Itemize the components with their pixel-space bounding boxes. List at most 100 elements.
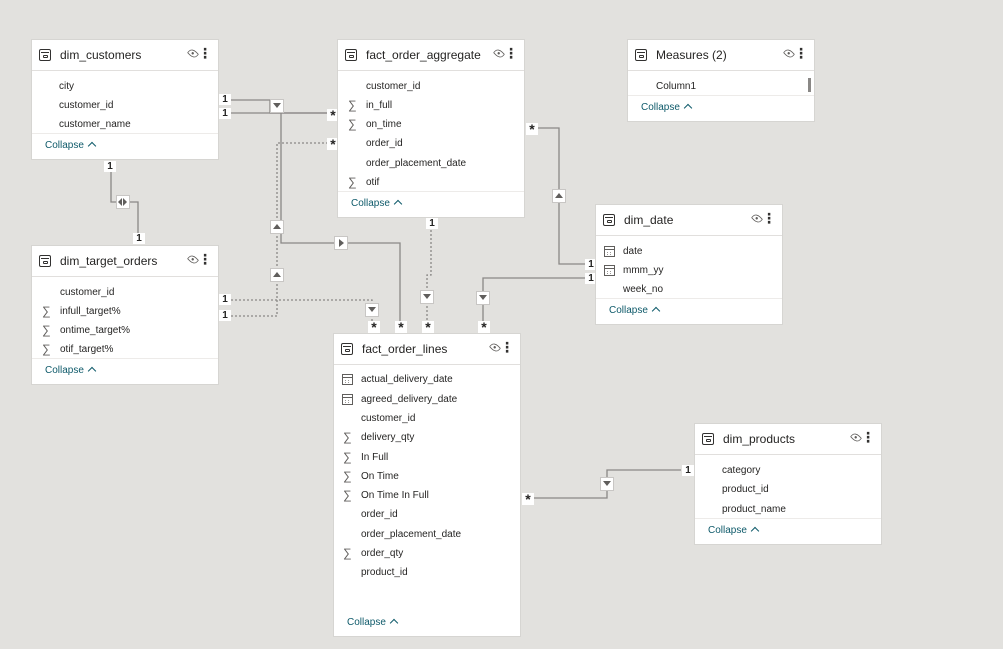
filter-direction-down-icon[interactable] [421, 291, 433, 303]
field-row[interactable]: ∑in_full [338, 96, 524, 115]
filter-direction-down-icon[interactable] [271, 100, 283, 112]
sigma-icon: ∑ [343, 450, 352, 464]
field-row[interactable]: product_id [361, 567, 408, 578]
sigma-icon: ∑ [42, 304, 51, 318]
field-row[interactable]: customer_id [361, 413, 416, 424]
cardinality-many: * [327, 108, 339, 122]
table-icon [341, 343, 353, 355]
field-row[interactable]: customer_id [59, 100, 114, 111]
table-header[interactable]: fact_order_aggregate ⋮ [338, 40, 524, 71]
field-row[interactable]: week_no [623, 284, 664, 295]
table-header[interactable]: dim_target_orders ⋮ [32, 246, 218, 277]
more-options-icon[interactable]: ⋮ [794, 45, 808, 61]
field-row[interactable]: order_placement_date [361, 529, 462, 540]
chevron-up-icon [393, 199, 403, 209]
field-row[interactable]: customer_id [60, 287, 115, 298]
more-options-icon[interactable]: ⋮ [500, 339, 514, 355]
table-icon [39, 255, 51, 267]
collapse-button[interactable]: Collapse [641, 102, 693, 113]
field-row[interactable]: ∑On Time [334, 467, 520, 486]
table-card-dim-products[interactable]: dim_products ⋮ category product_id produ… [695, 424, 881, 544]
cardinality-many: * [526, 122, 538, 136]
field-row[interactable]: category [722, 465, 761, 476]
table-title: dim_date [624, 213, 674, 227]
cardinality-one: 1 [682, 465, 694, 476]
more-options-icon[interactable]: ⋮ [504, 45, 518, 61]
table-footer: Collapse [628, 95, 814, 121]
table-title: fact_order_aggregate [366, 48, 481, 62]
table-header[interactable]: dim_customers ⋮ [32, 40, 218, 71]
table-header[interactable]: Measures (2) ⋮ [628, 40, 814, 71]
sigma-icon: ∑ [42, 323, 51, 337]
cardinality-many: * [478, 320, 490, 334]
field-row[interactable]: mmm_yy [596, 261, 782, 280]
more-options-icon[interactable]: ⋮ [762, 210, 776, 226]
table-card-fact-order-aggregate[interactable]: fact_order_aggregate ⋮ customer_id ∑in_f… [338, 40, 524, 217]
table-card-fact-order-lines[interactable]: fact_order_lines ⋮ actual_delivery_date … [334, 334, 520, 636]
field-row[interactable]: order_id [361, 509, 398, 520]
filter-direction-both-icon[interactable] [117, 196, 129, 208]
field-row[interactable]: ∑In Full [334, 448, 520, 467]
table-header[interactable]: dim_products ⋮ [695, 424, 881, 455]
field-row[interactable]: ∑order_qty [334, 544, 520, 563]
calendar-icon [604, 265, 615, 276]
field-row[interactable]: ∑on_time [338, 115, 524, 134]
filter-direction-up-icon[interactable] [553, 190, 565, 202]
collapse-button[interactable]: Collapse [351, 198, 403, 209]
table-title: dim_target_orders [60, 254, 158, 268]
sigma-icon: ∑ [348, 117, 357, 131]
field-row[interactable]: order_id [366, 138, 403, 149]
field-row[interactable]: actual_delivery_date [334, 370, 520, 389]
sigma-icon: ∑ [348, 175, 357, 189]
collapse-button[interactable]: Collapse [45, 365, 97, 376]
collapse-button[interactable]: Collapse [45, 140, 97, 151]
filter-direction-up-icon[interactable] [271, 221, 283, 233]
more-options-icon[interactable]: ⋮ [198, 251, 212, 267]
field-row[interactable]: city [59, 81, 74, 92]
field-row[interactable]: ∑otif [338, 173, 524, 192]
field-row[interactable]: ∑delivery_qty [334, 428, 520, 447]
field-row[interactable]: Column1 [656, 81, 697, 92]
table-icon [345, 49, 357, 61]
cardinality-one: 1 [585, 259, 597, 270]
filter-direction-down-icon[interactable] [477, 292, 489, 304]
field-row[interactable]: product_id [722, 484, 769, 495]
cardinality-one: 1 [426, 218, 438, 229]
sigma-icon: ∑ [343, 546, 352, 560]
table-card-dim-date[interactable]: dim_date ⋮ date mmm_yy week_no Collapse [596, 205, 782, 324]
table-card-dim-target-orders[interactable]: dim_target_orders ⋮ customer_id ∑infull_… [32, 246, 218, 384]
table-footer: Collapse [695, 518, 881, 544]
table-header[interactable]: fact_order_lines ⋮ [334, 334, 520, 365]
field-row[interactable]: ∑infull_target% [32, 302, 218, 321]
filter-direction-up-icon[interactable] [271, 269, 283, 281]
collapse-button[interactable]: Collapse [609, 305, 661, 316]
field-row[interactable]: customer_name [59, 119, 131, 130]
field-row[interactable]: customer_id [366, 81, 421, 92]
filter-direction-right-icon[interactable] [335, 237, 347, 249]
filter-direction-down-icon[interactable] [601, 478, 613, 490]
more-options-icon[interactable]: ⋮ [198, 45, 212, 61]
table-footer: Collapse [32, 133, 218, 159]
calendar-icon [604, 246, 615, 257]
filter-direction-down-icon[interactable] [366, 304, 378, 316]
collapse-button[interactable]: Collapse [347, 617, 399, 628]
more-options-icon[interactable]: ⋮ [861, 429, 875, 445]
chevron-up-icon [87, 366, 97, 376]
collapse-button[interactable]: Collapse [708, 525, 760, 536]
field-row[interactable]: ∑otif_target% [32, 340, 218, 359]
cardinality-one: 1 [133, 233, 145, 244]
cardinality-one: 1 [219, 94, 231, 105]
table-footer: Collapse [32, 358, 218, 384]
calendar-icon [342, 374, 353, 385]
cardinality-many: * [327, 137, 339, 151]
field-row[interactable]: ∑On Time In Full [334, 486, 520, 505]
table-card-measures[interactable]: Measures (2) ⋮ Column1 Collapse [628, 40, 814, 121]
field-row[interactable]: product_name [722, 504, 786, 515]
field-row[interactable]: order_placement_date [366, 158, 467, 169]
field-row[interactable]: agreed_delivery_date [334, 390, 520, 409]
scrollbar[interactable] [808, 78, 811, 92]
field-row[interactable]: ∑ontime_target% [32, 321, 218, 340]
field-row[interactable]: date [596, 242, 782, 261]
table-card-dim-customers[interactable]: dim_customers ⋮ city customer_id custome… [32, 40, 218, 159]
table-header[interactable]: dim_date ⋮ [596, 205, 782, 236]
